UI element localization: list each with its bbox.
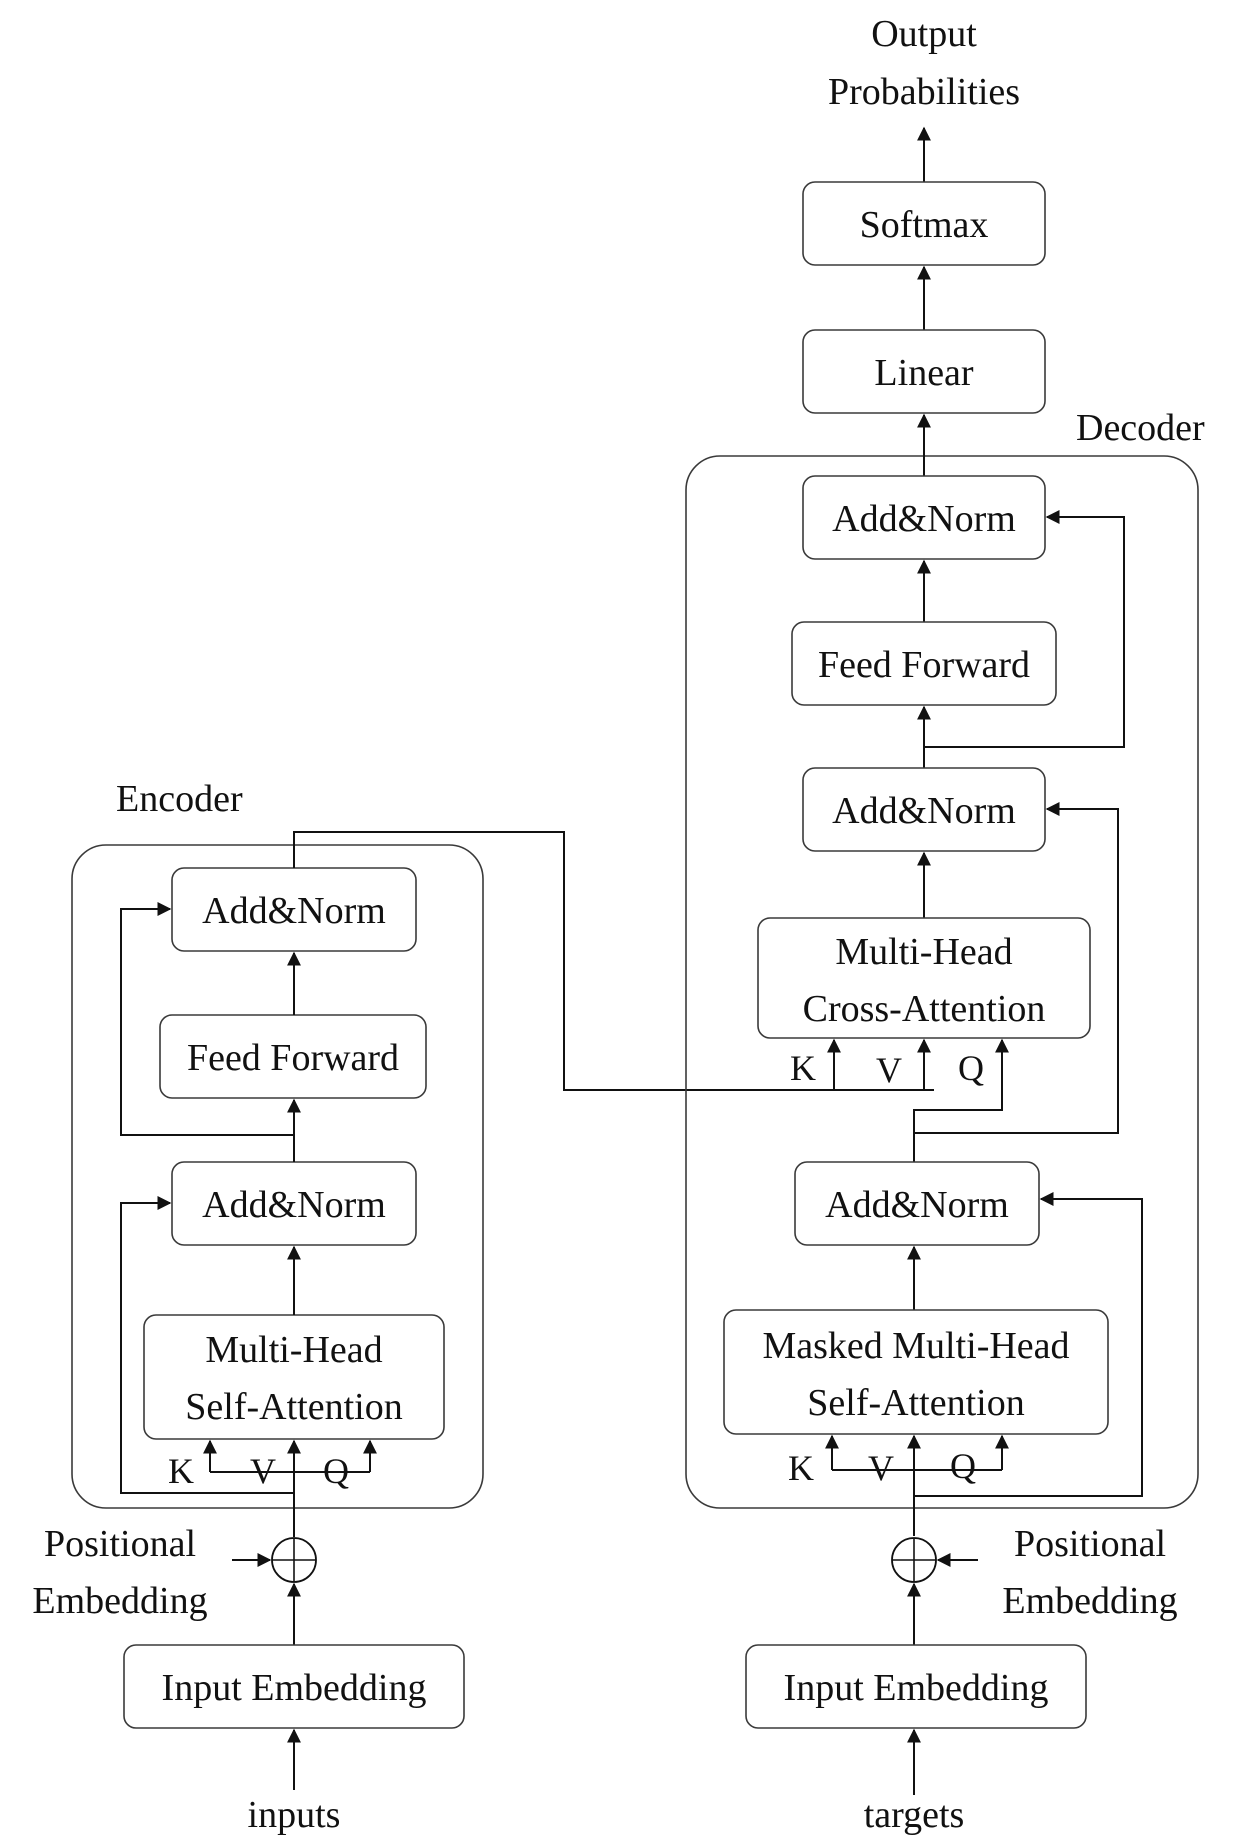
encoder-input-embedding: Input Embedding	[123, 1644, 465, 1729]
encoder-residual-upper	[120, 902, 294, 1136]
encoder-to-decoder-connection	[293, 831, 934, 1091]
decoder-input-embedding-label: Input Embedding	[784, 1667, 1049, 1709]
encoder-positional-line1: Positional	[44, 1523, 196, 1565]
decoder-cross-attention: Multi-Head Cross-Attention	[757, 917, 1091, 1039]
decoder-residual-middle	[914, 802, 1119, 1134]
encoder-container	[71, 844, 484, 1509]
decoder-container	[685, 455, 1199, 1509]
output-label-line2: Probabilities	[828, 71, 1020, 113]
decoder-softmax: Softmax	[802, 181, 1046, 266]
decoder-softmax-label: Softmax	[860, 204, 989, 246]
decoder-cross-attention-line2: Cross-Attention	[803, 988, 1046, 1030]
encoder-add-norm-top-label: Add&Norm	[202, 890, 386, 932]
decoder-linear-label: Linear	[874, 352, 974, 394]
decoder-label: Decoder	[1076, 407, 1205, 449]
encoder-label: Encoder	[116, 778, 243, 820]
decoder-masked-self-attention: Masked Multi-Head Self-Attention	[723, 1309, 1109, 1435]
output-label-line1: Output	[871, 13, 977, 55]
decoder-feed-forward-label: Feed Forward	[818, 644, 1030, 686]
decoder-residual-top	[924, 510, 1125, 748]
decoder-input-embedding: Input Embedding	[745, 1644, 1087, 1729]
encoder-residual-lower	[120, 1196, 294, 1494]
decoder-add-norm-top-label: Add&Norm	[832, 498, 1016, 540]
decoder-add-norm-bottom: Add&Norm	[794, 1161, 1040, 1246]
encoder-self-attention-line2: Self-Attention	[185, 1386, 402, 1428]
decoder-feed-forward: Feed Forward	[791, 621, 1057, 706]
decoder-k-label: K	[788, 1448, 814, 1488]
encoder-add-norm-bottom: Add&Norm	[171, 1161, 417, 1246]
decoder-add-norm-middle-label: Add&Norm	[832, 790, 1016, 832]
encoder-positional-line2: Embedding	[32, 1580, 207, 1622]
decoder-cross-q-arrow	[913, 1038, 1009, 1162]
encoder-add-symbol	[271, 1537, 317, 1583]
encoder-self-attention-line1: Multi-Head	[205, 1329, 382, 1371]
decoder-input-label: targets	[864, 1794, 965, 1836]
decoder-positional-line1: Positional	[1014, 1523, 1166, 1565]
encoder-add-norm-top: Add&Norm	[171, 867, 417, 952]
encoder-input-label: inputs	[248, 1794, 341, 1836]
encoder-feed-forward: Feed Forward	[159, 1014, 427, 1099]
decoder-add-norm-bottom-label: Add&Norm	[825, 1184, 1009, 1226]
decoder-q-label: Q	[950, 1446, 976, 1486]
decoder-masked-line1: Masked Multi-Head	[762, 1325, 1069, 1367]
decoder-cross-v-label: V	[876, 1050, 902, 1090]
decoder-masked-line2: Self-Attention	[807, 1382, 1024, 1424]
decoder-cross-attention-line1: Multi-Head	[835, 931, 1012, 973]
decoder-linear: Linear	[802, 329, 1046, 414]
decoder-v-label: V	[868, 1448, 894, 1488]
decoder-positional-line2: Embedding	[1002, 1580, 1177, 1622]
decoder-cross-q-label: Q	[958, 1048, 984, 1088]
decoder-residual-bottom	[914, 1192, 1143, 1497]
decoder-add-norm-middle: Add&Norm	[802, 767, 1046, 852]
decoder: Output Probabilities Softmax Linear Deco…	[685, 13, 1205, 1836]
encoder-feed-forward-label: Feed Forward	[187, 1037, 399, 1079]
decoder-cross-k-label: K	[790, 1048, 816, 1088]
encoder-k-label: K	[168, 1451, 194, 1491]
encoder-input-embedding-label: Input Embedding	[162, 1667, 427, 1709]
decoder-add-norm-top: Add&Norm	[802, 475, 1046, 560]
encoder: Encoder Add&Norm Feed Forward Add&Norm M…	[32, 778, 484, 1836]
encoder-add-norm-bottom-label: Add&Norm	[202, 1184, 386, 1226]
decoder-add-symbol	[891, 1537, 937, 1583]
encoder-self-attention: Multi-Head Self-Attention	[143, 1314, 445, 1440]
